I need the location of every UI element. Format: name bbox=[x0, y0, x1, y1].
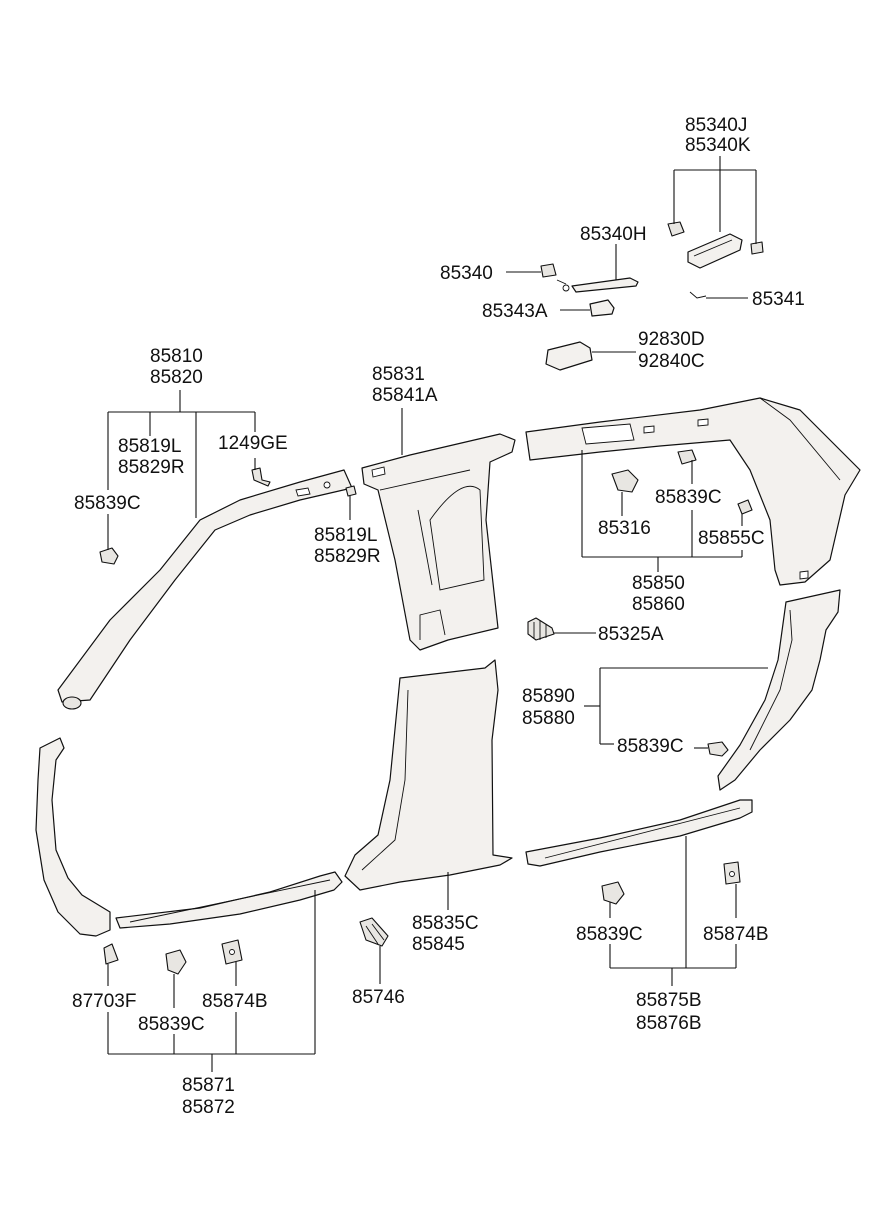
label-85746: 85746 bbox=[352, 987, 405, 1008]
label-85890: 85890 bbox=[522, 686, 575, 707]
leader-lines bbox=[107, 156, 768, 1072]
label-85875b: 85875B bbox=[636, 990, 702, 1011]
clip-85839c-b-part bbox=[677, 449, 697, 465]
center-pillar-lower-trim-part bbox=[344, 659, 513, 891]
label-85880: 85880 bbox=[522, 708, 575, 729]
cap-85343a-part bbox=[589, 299, 615, 317]
label-87703f: 87703F bbox=[72, 991, 136, 1012]
label-85839c-e: 85839C bbox=[138, 1014, 205, 1035]
label-85876b: 85876B bbox=[636, 1013, 702, 1034]
label-85845: 85845 bbox=[412, 934, 465, 955]
label-85860: 85860 bbox=[632, 594, 685, 615]
label-92840c: 92840C bbox=[638, 351, 705, 372]
label-85340h: 85340H bbox=[580, 224, 647, 245]
rear-pillar-trim-part bbox=[717, 589, 841, 791]
front-scuff-trim-part bbox=[35, 737, 343, 937]
push-pin-85746-part bbox=[359, 917, 389, 947]
label-85839c-a: 85839C bbox=[74, 493, 141, 514]
label-85820: 85820 bbox=[150, 367, 203, 388]
clip-85341-part bbox=[689, 291, 707, 299]
label-85841a: 85841A bbox=[372, 385, 438, 406]
push-pin-85325a-part bbox=[527, 617, 555, 641]
label-85839c-c: 85839C bbox=[617, 736, 684, 757]
label-85325a: 85325A bbox=[598, 624, 664, 645]
label-85835c: 85835C bbox=[412, 913, 479, 934]
part-labels: 85340J 85340K 85340H 85340 85341 85343A … bbox=[72, 115, 805, 1118]
label-85871: 85871 bbox=[182, 1075, 235, 1096]
label-85819l-b: 85819L bbox=[314, 525, 377, 546]
label-85341: 85341 bbox=[752, 289, 805, 310]
roof-rail-trim-part bbox=[525, 397, 861, 586]
clip-85839c-d-part bbox=[601, 881, 625, 905]
label-85831: 85831 bbox=[372, 364, 425, 385]
assist-grip-part bbox=[667, 221, 764, 269]
label-85810: 85810 bbox=[150, 346, 203, 367]
label-85829r-b: 85829R bbox=[314, 546, 381, 567]
label-85819l-a: 85819L bbox=[118, 436, 181, 457]
label-85316: 85316 bbox=[598, 518, 651, 539]
label-85872: 85872 bbox=[182, 1097, 235, 1118]
label-85850: 85850 bbox=[632, 573, 685, 594]
clip-85874b-a-part bbox=[723, 861, 741, 885]
clip-85855c-part bbox=[737, 499, 753, 515]
label-85855c: 85855C bbox=[698, 528, 765, 549]
front-pillar-trim-part bbox=[57, 469, 353, 710]
label-85874b-a: 85874B bbox=[703, 924, 769, 945]
clip-87703f-part bbox=[103, 943, 119, 965]
label-85340: 85340 bbox=[440, 263, 493, 284]
label-85340k: 85340K bbox=[685, 135, 751, 156]
clip-85874b-b-part bbox=[221, 939, 243, 965]
rear-scuff-trim-part bbox=[525, 799, 753, 867]
clip-85819l-part bbox=[345, 485, 357, 497]
screw-1249ge-part bbox=[251, 467, 271, 487]
grip-bracket-part bbox=[540, 263, 639, 293]
clip-85839c-e-part bbox=[165, 949, 187, 975]
center-pillar-upper-trim-part bbox=[361, 433, 516, 651]
clip-85839c-a-part bbox=[99, 547, 119, 565]
label-85874b-b: 85874B bbox=[202, 991, 268, 1012]
label-92830d: 92830D bbox=[638, 329, 705, 350]
label-1249ge: 1249GE bbox=[218, 433, 288, 454]
label-85839c-b: 85839C bbox=[655, 487, 722, 508]
label-85839c-d: 85839C bbox=[576, 924, 643, 945]
fastener-85316-part bbox=[611, 469, 639, 493]
clip-85839c-c-part bbox=[707, 741, 729, 757]
lamp-cover-part bbox=[545, 341, 593, 371]
label-85829r-a: 85829R bbox=[118, 457, 185, 478]
label-85343a: 85343A bbox=[482, 301, 548, 322]
label-85340j: 85340J bbox=[685, 115, 747, 136]
